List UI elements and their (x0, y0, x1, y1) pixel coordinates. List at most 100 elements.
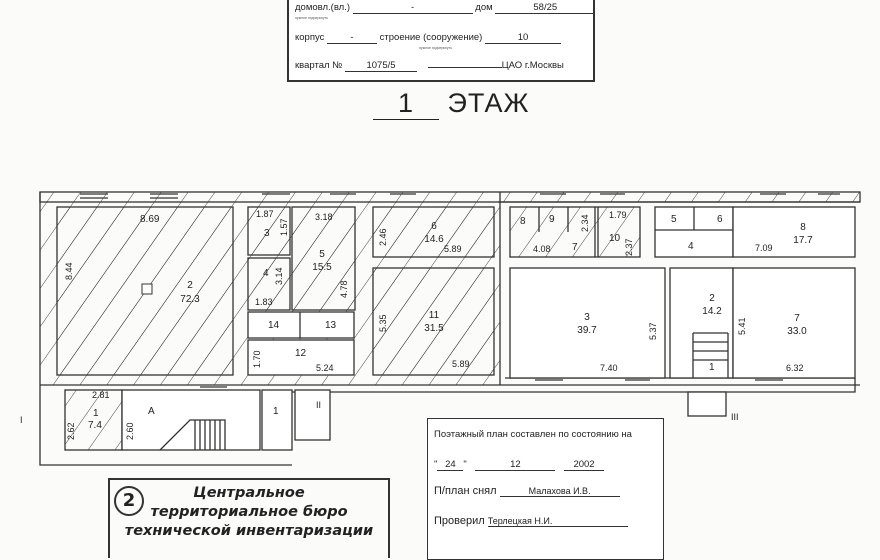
room-5-area: 15.5 (312, 262, 332, 273)
room-3-east-area: 39.7 (577, 325, 597, 336)
room-3-east-num: 3 (584, 312, 590, 323)
wc-6-num: 6 (717, 214, 723, 225)
entrance-III-label: III (731, 412, 739, 422)
dim-r2-w: 8.69 (140, 214, 160, 225)
room-l1-area: 7.4 (88, 420, 102, 431)
floor-title: 1 ЭТАЖ (373, 88, 529, 120)
room-1-lower (261, 389, 293, 451)
small-room-9-num: 9 (549, 214, 555, 225)
dim-r5-w: 3.18 (315, 212, 333, 222)
room-11-area: 31.5 (424, 323, 444, 334)
dim-s10-h: 2.37 (624, 238, 634, 256)
stamp-line-1: Центральное (193, 485, 305, 501)
dim-r6-w: 5.89 (444, 244, 462, 254)
room-11-num: 11 (429, 310, 440, 321)
rooms-13-14 (247, 311, 355, 339)
small-room-7-num: 7 (572, 242, 578, 253)
room-8-east-area: 17.7 (793, 235, 813, 246)
taken-label: П/план снял (434, 485, 497, 497)
room-7-east-num: 7 (794, 313, 800, 324)
floor-number: 1 (373, 88, 439, 120)
dom-label: дом (475, 2, 493, 13)
room-12-num: 12 (295, 348, 307, 359)
kvartal-value: 1075/5 (345, 60, 417, 72)
dim-r4-w: 1.83 (255, 297, 273, 307)
dim-e7-h: 5.41 (737, 317, 747, 335)
room-14-num: 14 (268, 320, 280, 331)
dim-r6-h: 2.46 (378, 228, 388, 246)
stroenie-label: строение (сооружение) (379, 32, 483, 43)
room-4-east-num: 4 (688, 241, 694, 252)
entrance-III (687, 391, 727, 417)
taken-by: Малахова И.В. (499, 486, 620, 497)
room-1-east-num: 1 (709, 362, 715, 373)
room-5 (291, 206, 356, 311)
dim-r5-h: 4.78 (339, 280, 349, 298)
room-2-east-num: 2 (709, 293, 715, 304)
room-13-num: 13 (325, 320, 337, 331)
room-12 (247, 339, 355, 376)
stamp-line-2: территориальное бюро (150, 504, 348, 520)
dim-l1-h: 2.62 (66, 422, 76, 440)
kvartal-row: квартал № 1075/5 ЦАО г.Москвы (295, 60, 564, 72)
checked-by: Терлецкая Н.И. (487, 516, 628, 527)
info-year: 2002 (564, 459, 605, 471)
dim-small: 4.08 (533, 244, 551, 254)
info-month: 12 (475, 459, 556, 471)
room-2-east-area: 14.2 (702, 306, 722, 317)
bti-stamp: 2 Центральное территориальное бюро техни… (108, 478, 390, 558)
entrance-II-label: II (316, 400, 321, 410)
stamp-number: 2 (114, 486, 144, 516)
room-1-lower-num: 1 (273, 406, 279, 417)
small-room-8-num: 8 (520, 216, 526, 227)
korpus-row: корпус - строение (сооружение) 10 (295, 32, 561, 44)
dim-A-h: 2.60 (125, 422, 135, 440)
entrance-I-label: I (20, 415, 23, 425)
stair-west (159, 419, 226, 451)
plan-info-box: Поэтажный план составлен по состоянию на… (427, 418, 664, 560)
kvartal-label: квартал № (295, 60, 343, 71)
room-7-4 (64, 389, 123, 451)
info-taken: П/план снял Малахова И.В. (434, 485, 620, 497)
room-3-num: 3 (264, 228, 270, 239)
dim-s10-w: 1.79 (609, 210, 627, 220)
room-8 (732, 206, 856, 258)
dim-r12-h: 1.70 (252, 350, 262, 368)
room-11 (372, 267, 495, 376)
dim-e8-w: 7.09 (755, 243, 773, 253)
wc-5-num: 5 (671, 214, 677, 225)
column (141, 283, 153, 295)
stair-east (692, 332, 729, 378)
district-line (427, 67, 502, 68)
room-2-num: 2 (187, 280, 193, 291)
dim-l1-w: 2.81 (92, 390, 110, 400)
info-checked: Проверил Терлецкая Н.И. (434, 515, 628, 527)
dim-r11-h: 5.35 (378, 314, 388, 332)
room-3-east (509, 267, 666, 379)
domovl-label: домовл.(вл.) (295, 2, 350, 13)
entrance-II (294, 389, 331, 441)
district: ЦАО г.Москвы (501, 60, 564, 71)
floor-label: ЭТАЖ (447, 88, 530, 118)
small-rooms (509, 206, 641, 258)
room-4-num: 4 (263, 268, 269, 279)
address-box: домовл.(вл.) - дом 58/25 нужное подчеркн… (287, 0, 596, 82)
stroenie-value: 10 (484, 32, 561, 44)
room-6 (372, 206, 495, 258)
room-A-label: А (148, 406, 155, 417)
room-2-area: 72.3 (180, 294, 200, 305)
korpus-label: корпус (295, 32, 325, 43)
hint-text-2: нужное подчеркнуть (419, 46, 453, 50)
hint-text: нужное подчеркнуть (295, 16, 329, 20)
dim-r12-w: 5.24 (316, 363, 334, 373)
room-8-east-num: 8 (800, 222, 806, 233)
dim-r2-h: 8.44 (64, 262, 74, 280)
room-7-east (732, 267, 856, 379)
room-6-num: 6 (431, 221, 437, 232)
stamp-line-3: технической инвентаризации (124, 523, 374, 539)
domovl-value: - (352, 2, 473, 14)
domovl-row: домовл.(вл.) - дом 58/25 (295, 2, 596, 14)
small-room-10-num: 10 (609, 233, 621, 244)
dim-r3-w: 1.87 (256, 209, 274, 219)
